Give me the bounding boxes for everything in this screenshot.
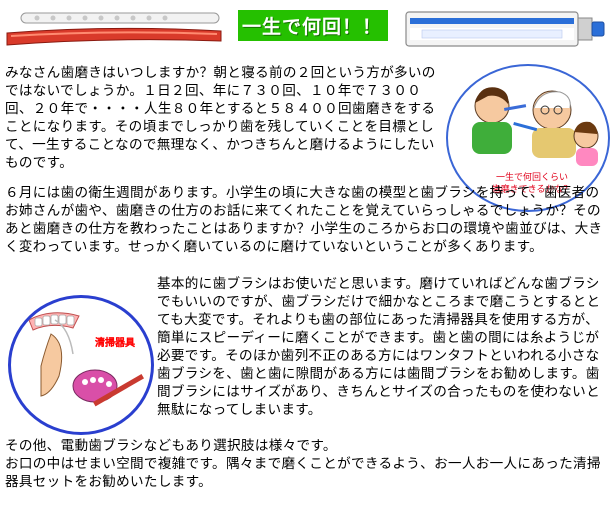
- paragraph-dental-week: ６月には歯の衛生週間があります。小学生の頃に大きな歯の模型と歯ブラシを持って、歯…: [5, 185, 603, 255]
- header-banner: 一生で何回！！: [0, 0, 612, 58]
- paragraph-brushing-count: みなさん歯磨きはいつしますか？朝と寝る前の２回という方が多いのではないでしょうか…: [5, 65, 436, 171]
- tools-badge: 清掃器具: [95, 338, 135, 349]
- family-caption: 一生で何回くらい 歯磨きできるかな？: [484, 172, 580, 196]
- cleaning-tools-illustration: 清掃器具: [8, 295, 154, 435]
- paragraph-recommendation: その他、電動歯ブラシなどもあり選択肢は様々です。 お口の中はせまい空間で複雑です…: [5, 438, 601, 490]
- paragraph-cleaning-tools: 基本的に歯ブラシはお使いだと思います。磨けていればどんな歯ブラシでもいいのですが…: [157, 276, 601, 418]
- tools-illustration: [11, 312, 144, 432]
- toothpaste-tube-icon: [405, 11, 605, 47]
- family-illustration: [472, 87, 599, 166]
- family-brushing-illustration: 一生で何回くらい 歯磨きできるかな？: [446, 64, 610, 212]
- caption-text: 一生で何回くらい 歯磨きできるかな？: [491, 173, 573, 195]
- toothbrush-icon: [6, 12, 222, 46]
- page-title: 一生で何回！！: [238, 10, 389, 41]
